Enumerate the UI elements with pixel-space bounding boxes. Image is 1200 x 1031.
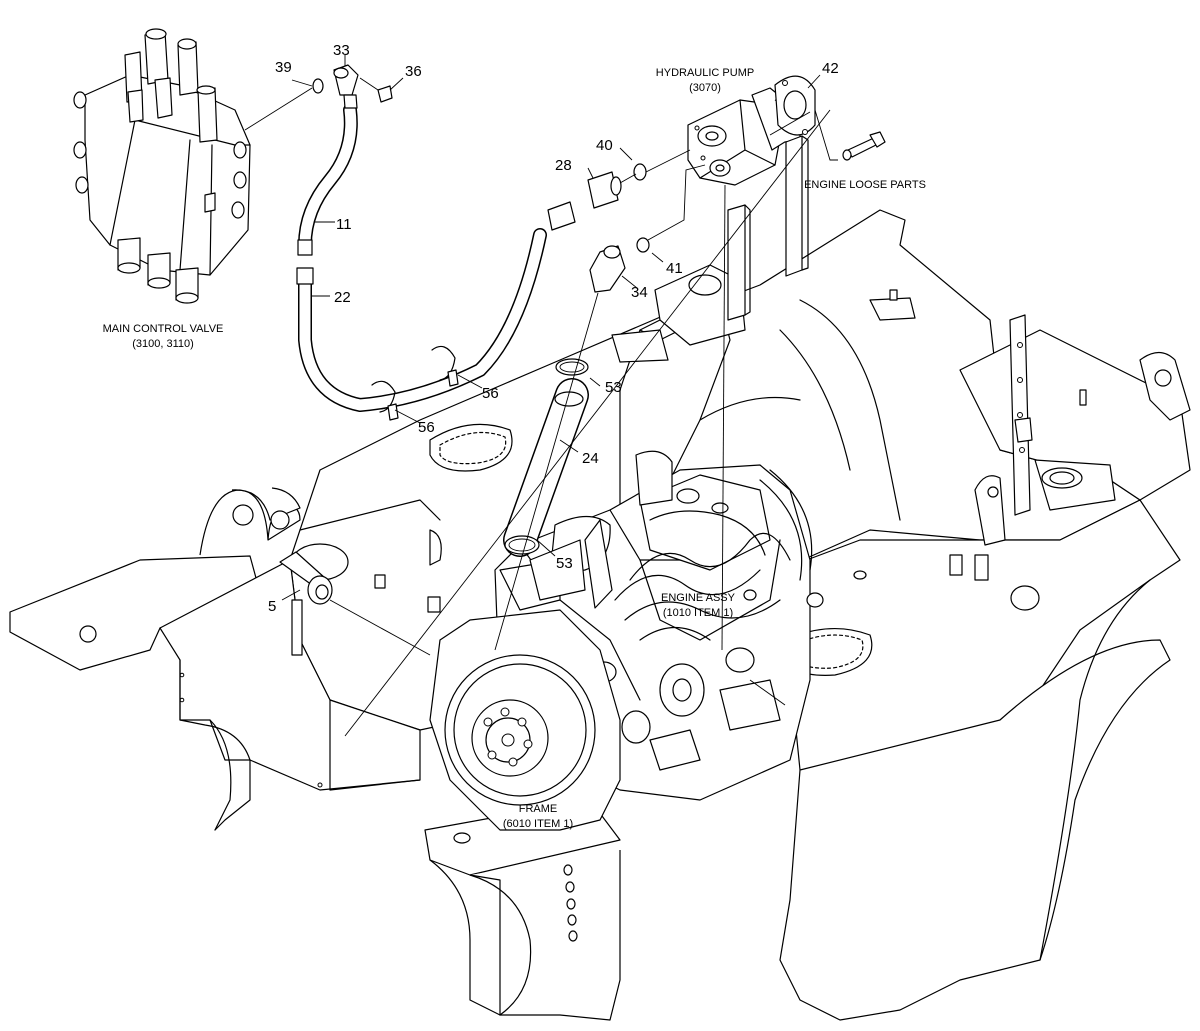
callout-numbers: 33 39 36 11 22 56 56 28 40 42 41 34 53 5… (268, 42, 839, 615)
callout-41: 41 (666, 260, 683, 277)
clamp-53-upper (555, 358, 589, 376)
adapter-28 (547, 171, 622, 231)
o-ring-39 (312, 78, 324, 94)
callout-28: 28 (555, 157, 572, 174)
o-ring-41 (636, 237, 650, 253)
callout-53-b: 53 (556, 555, 573, 572)
label-hydraulic-pump: HYDRAULIC PUMP (3070) (656, 67, 754, 94)
main-control-valve-title: MAIN CONTROL VALVE (103, 323, 224, 335)
frame-drawing (9, 209, 1191, 1021)
callout-40: 40 (596, 137, 613, 154)
clamp-56-b (431, 345, 459, 387)
frame-title: FRAME (519, 803, 558, 815)
clamp-53-lower (504, 535, 540, 555)
main-control-valve-drawing (73, 28, 251, 304)
callout-56-b: 56 (418, 419, 435, 436)
hose-22 (298, 228, 547, 412)
label-frame: FRAME (6010 ITEM 1) (503, 803, 573, 830)
callout-39: 39 (275, 59, 292, 76)
callout-34: 34 (631, 284, 648, 301)
engine-assy-drawing (429, 450, 824, 831)
hose-24 (503, 378, 589, 557)
callout-5: 5 (268, 598, 276, 615)
elbow-fitting-33 (333, 64, 359, 109)
hose-fitting-11-22 (296, 239, 314, 285)
callout-22: 22 (334, 289, 351, 306)
hose-11 (298, 103, 358, 252)
frame-ref: (6010 ITEM 1) (503, 818, 573, 830)
frame-slot-holes (563, 864, 578, 942)
plug-36 (377, 85, 393, 103)
o-ring-40 (633, 163, 647, 181)
label-main-control-valve: MAIN CONTROL VALVE (3100, 3110) (103, 323, 224, 350)
callout-11: 11 (336, 216, 352, 233)
engine-assy-title: ENGINE ASSY (661, 592, 736, 604)
engine-loose-parts-label: ENGINE LOOSE PARTS (804, 179, 926, 191)
callout-56-a: 56 (482, 385, 499, 402)
callout-53-a: 53 (605, 379, 622, 396)
callout-24: 24 (582, 450, 599, 467)
hydraulic-pump-title: HYDRAULIC PUMP (656, 67, 754, 79)
elbow-fitting-34 (589, 245, 626, 293)
main-control-valve-ref: (3100, 3110) (132, 338, 194, 350)
hose-barb-5 (279, 551, 333, 605)
label-engine-assy: ENGINE ASSY (1010 ITEM 1) (661, 592, 736, 619)
callout-33: 33 (333, 42, 350, 59)
hydraulic-pump-ref: (3070) (689, 82, 721, 94)
pump-mount-brackets (727, 135, 809, 321)
gasket-42 (774, 75, 816, 136)
engine-assy-ref: (1010 ITEM 1) (663, 607, 733, 619)
callout-36: 36 (405, 63, 422, 80)
clamp-56-a (371, 380, 399, 421)
leader-lines (244, 55, 838, 737)
bolt-engine-loose-parts (842, 131, 886, 161)
callout-42: 42 (822, 60, 839, 77)
